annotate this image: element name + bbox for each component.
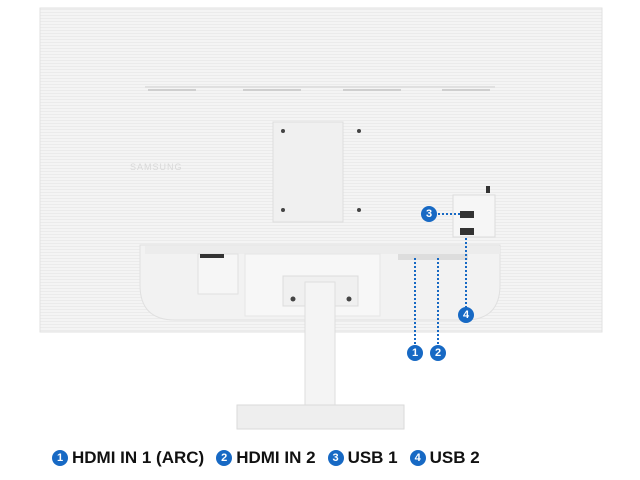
vesa-plate xyxy=(272,121,344,223)
legend-number: 4 xyxy=(409,450,426,466)
hdmi-port-area xyxy=(398,254,468,260)
kensington-lock xyxy=(486,186,490,193)
usb-port-2 xyxy=(460,228,474,235)
callout-badge-2: 2 xyxy=(430,345,446,361)
vent-slots xyxy=(148,89,490,91)
stand-base xyxy=(236,404,405,430)
legend-number: 3 xyxy=(327,450,344,466)
callout-lines xyxy=(414,213,467,345)
legend-label: USB 2 xyxy=(429,448,480,467)
brand-logo: SAMSUNG xyxy=(130,162,183,172)
legend-number: 1 xyxy=(52,450,68,466)
callout-badge-1: 1 xyxy=(407,345,423,361)
callout-badge-4: 4 xyxy=(458,307,474,323)
stand-neck xyxy=(304,281,336,408)
legend-label: HDMI IN 1 (ARC) xyxy=(72,448,205,467)
callout-badge-3: 3 xyxy=(421,206,437,222)
legend-label: USB 1 xyxy=(347,448,398,467)
legend-number: 2 xyxy=(216,450,233,466)
usb-port-1 xyxy=(460,211,474,218)
vesa-screws xyxy=(281,129,361,212)
legend-label: HDMI IN 2 xyxy=(236,448,316,467)
